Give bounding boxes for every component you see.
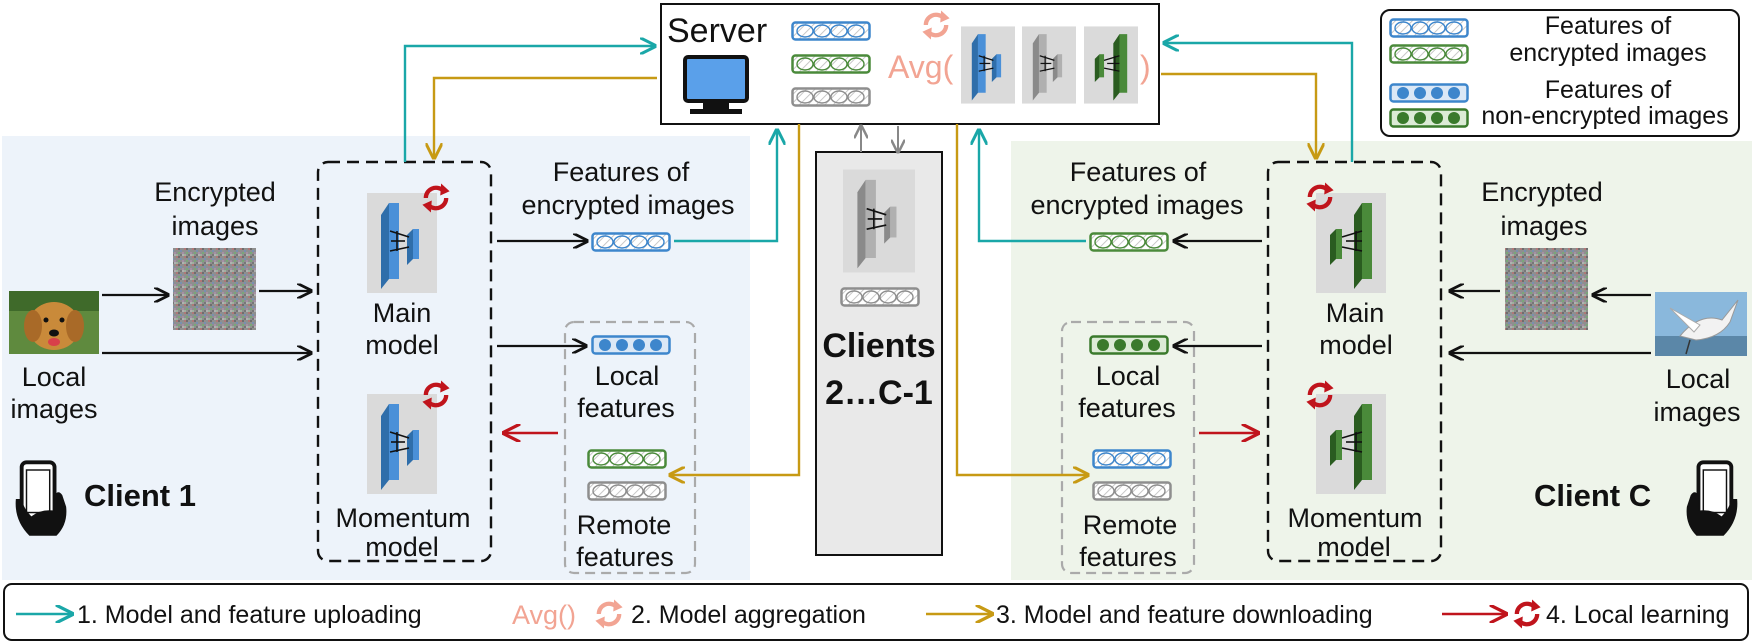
clientC-model-box xyxy=(1266,160,1443,563)
client1-main-model-line2: model xyxy=(365,330,439,360)
client1-local-features-line1: Local xyxy=(595,361,660,391)
server-model-blue xyxy=(961,25,1015,105)
client1-momentum-model-line1: Momentum xyxy=(335,503,470,533)
clientC-main-model-line2: model xyxy=(1319,330,1393,360)
client1-enc-features-line1: Features of xyxy=(553,157,690,187)
legend-plain-blue xyxy=(1389,83,1469,103)
legend-step3: 3. Model and feature downloading xyxy=(996,601,1373,629)
client1-feature-box xyxy=(563,320,697,575)
clients-middle-line1: Clients xyxy=(822,327,935,365)
legend-encrypted-line2: encrypted images xyxy=(1509,39,1706,67)
clientC-local-features-line2: features xyxy=(1078,393,1176,423)
legend-step2-prefix: Avg() xyxy=(512,600,576,630)
process-legend: 1. Model and feature uploading Avg() 2. … xyxy=(3,583,1749,641)
clientC-main-model xyxy=(1316,193,1386,293)
clientC-local-images-line1: Local xyxy=(1666,364,1731,394)
clientC-noise-image xyxy=(1505,248,1588,330)
clientC-enc-features-line2: encrypted images xyxy=(1030,190,1243,220)
legend-nonencrypted-line2: non-encrypted images xyxy=(1481,102,1728,130)
client1-local-features-line2: features xyxy=(577,393,675,423)
clientC-enc-feature xyxy=(1089,232,1169,252)
client1-noise-image xyxy=(173,248,256,330)
clientC-encrypted-images-line1: Encrypted xyxy=(1481,177,1603,207)
clientC-main-model-line1: Main xyxy=(1326,298,1385,328)
client1-remote-feature-gray xyxy=(587,481,667,501)
mid-model-gray xyxy=(843,168,915,274)
client1-local-images-line2: images xyxy=(10,394,97,424)
legend-step2: 2. Model aggregation xyxy=(631,601,866,629)
client1-remote-feature-green xyxy=(587,449,667,469)
clientC-momentum-model-line2: model xyxy=(1317,532,1391,562)
legend-enc-green xyxy=(1389,44,1469,64)
client1-local-feature xyxy=(591,335,671,355)
download-arrows xyxy=(434,72,1316,475)
clientC-local-feature xyxy=(1089,335,1169,355)
clientC-remote-feature-blue xyxy=(1092,449,1172,469)
feature-legend: Features of encrypted images Features of… xyxy=(1380,9,1740,137)
clientC-remote-feature-gray xyxy=(1092,481,1172,501)
server-avg-open: Avg( xyxy=(888,49,954,85)
client1-remote-features-line2: features xyxy=(576,542,674,572)
server-feature-gray xyxy=(791,87,871,107)
server-feature-blue xyxy=(791,21,871,41)
clientC-local-features-line1: Local xyxy=(1096,361,1161,391)
legend-enc-blue xyxy=(1389,18,1469,38)
server-feature-green xyxy=(791,54,871,74)
client1-enc-features-line2: encrypted images xyxy=(521,190,734,220)
legend-encrypted-line1: Features of xyxy=(1545,12,1672,40)
legend-plain-green xyxy=(1389,108,1469,128)
clientC-remote-features-line2: features xyxy=(1079,542,1177,572)
client1-encrypted-images-line2: images xyxy=(171,211,258,241)
legend-nonencrypted-line1: Features of xyxy=(1545,76,1672,104)
server-label: Server xyxy=(667,12,767,50)
client1-main-model-line1: Main xyxy=(373,298,432,328)
clientC-feature-box xyxy=(1060,320,1196,575)
clients-middle-line2: 2…C-1 xyxy=(825,374,933,412)
clientC-encrypted-images-line2: images xyxy=(1500,211,1587,241)
clientC-enc-features-line1: Features of xyxy=(1070,157,1207,187)
server-model-gray xyxy=(1022,25,1076,105)
client1-momentum-model xyxy=(367,394,437,494)
dog-photo xyxy=(9,291,99,354)
legend-step4: 4. Local learning xyxy=(1546,601,1729,629)
server-model-green xyxy=(1084,25,1138,105)
client1-local-images-line1: Local xyxy=(22,362,87,392)
clientC: Local images Encrypted images Main model… xyxy=(1030,157,1747,575)
client1: Local images Encrypted images Main model… xyxy=(9,157,735,575)
client1-encrypted-images-line1: Encrypted xyxy=(154,177,276,207)
monitor-icon xyxy=(683,55,749,114)
clientC-local-images-line2: images xyxy=(1653,397,1740,427)
upload-arrows xyxy=(403,43,1354,243)
client1-label: Client 1 xyxy=(84,478,196,513)
clientC-momentum-model-line1: Momentum xyxy=(1287,503,1422,533)
clientC-label: Client C xyxy=(1534,478,1651,513)
clientC-remote-features-line1: Remote xyxy=(1083,510,1178,540)
clients-middle-box: Clients 2…C-1 xyxy=(815,126,943,556)
bird-photo xyxy=(1655,292,1747,356)
mid-feature-gray xyxy=(840,287,920,307)
client1-enc-feature xyxy=(591,232,671,252)
client1-momentum-model-line2: model xyxy=(365,532,439,562)
client1-remote-features-line1: Remote xyxy=(577,510,672,540)
server-box: Server Avg( ) xyxy=(660,3,1160,125)
server-avg-close: ) xyxy=(1140,49,1151,85)
clientC-momentum-model xyxy=(1316,394,1386,494)
legend-step1: 1. Model and feature uploading xyxy=(77,601,422,629)
